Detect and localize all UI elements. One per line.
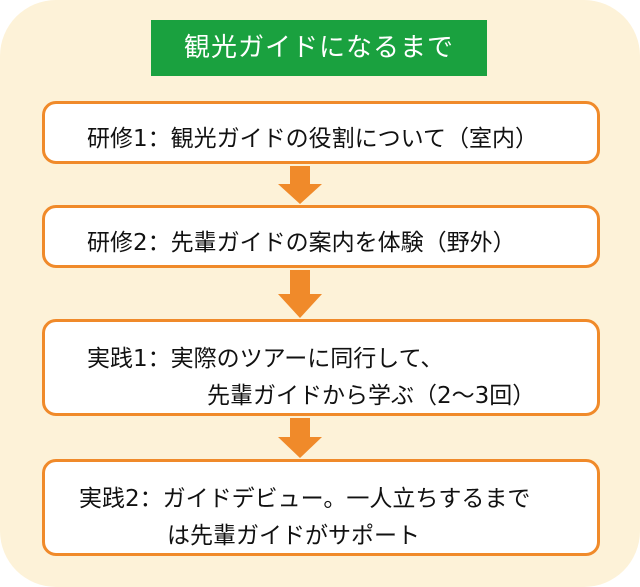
step-training-1: 研修1：観光ガイドの役割について（室内） <box>42 101 600 164</box>
step-label: 実践2：ガイドデビュー。一人立ちするまで <box>79 486 531 512</box>
step-label-continued: は先輩ガイドがサポート <box>167 523 420 549</box>
step-label: 研修2：先輩ガイドの案内を体験（野外） <box>87 230 516 256</box>
step-label: 研修1：観光ガイドの役割について（室内） <box>87 126 538 152</box>
step-practice-2: 実践2：ガイドデビュー。一人立ちするまで は先輩ガイドがサポート <box>42 459 600 556</box>
arrow-down-icon <box>276 418 324 458</box>
diagram-title: 観光ガイドになるまで <box>151 20 487 76</box>
arrow-down-icon <box>276 166 324 204</box>
step-label-continued: 先輩ガイドから学ぶ（2～3回） <box>207 383 536 409</box>
step-label: 実践1：実際のツアーに同行して、 <box>87 346 444 372</box>
step-practice-1: 実践1：実際のツアーに同行して、 先輩ガイドから学ぶ（2～3回） <box>42 319 600 416</box>
arrow-down-icon <box>276 270 324 318</box>
step-training-2: 研修2：先輩ガイドの案内を体験（野外） <box>42 205 600 268</box>
